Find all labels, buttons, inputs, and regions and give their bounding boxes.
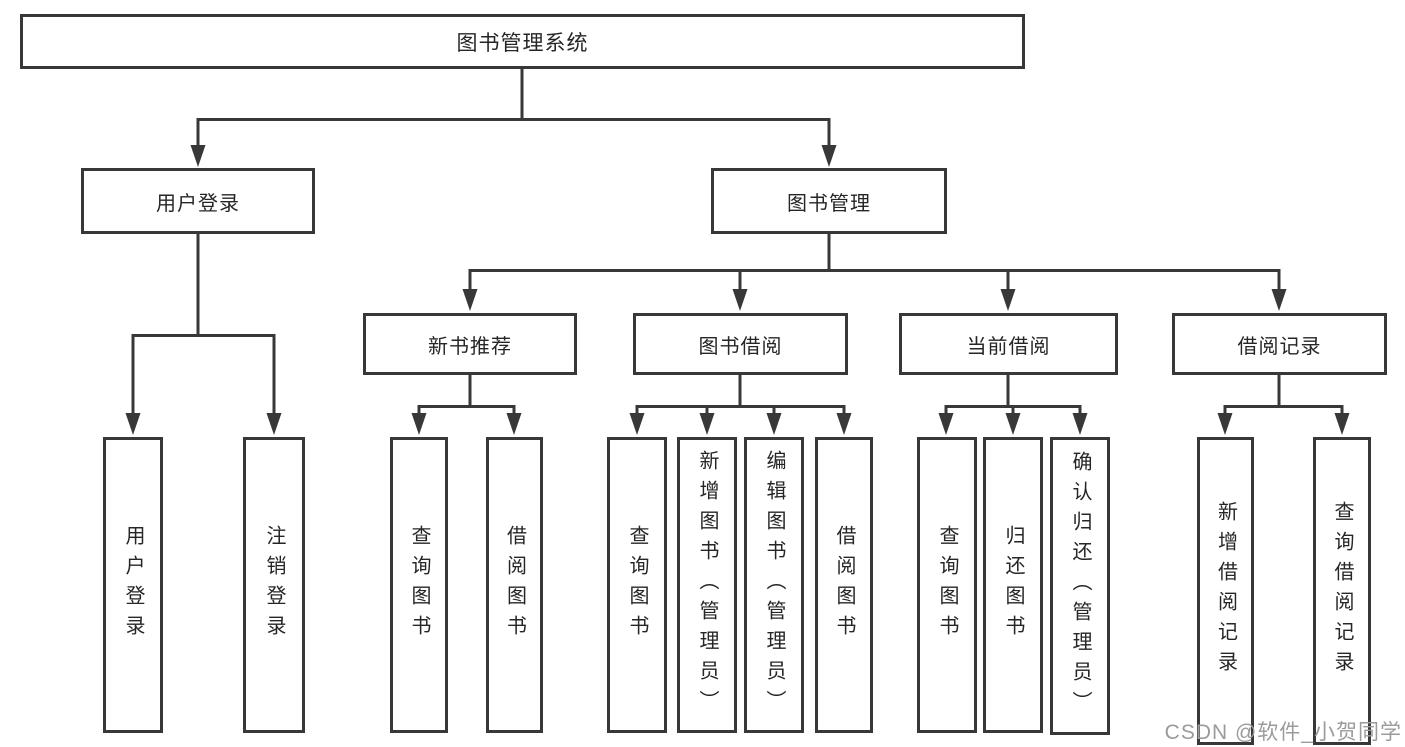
arrow-down-icon	[411, 413, 427, 435]
arrow-down-icon	[1005, 413, 1021, 435]
node-book-borrow: 图书借阅	[633, 313, 848, 375]
leaf-user-login: 用户登录	[103, 437, 163, 733]
arrow-down-icon	[629, 413, 645, 435]
arrow-down-icon	[1334, 413, 1350, 435]
leaf-query-books-borrow: 查询图书	[607, 437, 667, 733]
leaf-logout: 注销登录	[243, 437, 305, 733]
arrow-down-icon	[836, 413, 852, 435]
leaf-add-borrow-record: 新增借阅记录	[1197, 437, 1254, 745]
arrow-down-icon	[732, 289, 748, 311]
leaf-query-borrow-record: 查询借阅记录	[1313, 437, 1371, 745]
leaf-query-books-recommend: 查询图书	[390, 437, 448, 733]
arrow-down-icon	[821, 145, 837, 167]
arrow-down-icon	[190, 145, 206, 167]
csdn-watermark: CSDN @软件_小贺同学	[1164, 721, 1402, 744]
node-user-login-module: 用户登录	[81, 168, 315, 234]
arrow-down-icon	[1000, 289, 1016, 311]
arrow-down-icon	[266, 413, 282, 435]
arrow-down-icon	[766, 413, 782, 435]
arrow-down-icon	[125, 413, 141, 435]
leaf-return-books: 归还图书	[983, 437, 1043, 733]
leaf-query-books-current: 查询图书	[917, 437, 977, 733]
node-borrow-records: 借阅记录	[1172, 313, 1387, 375]
arrow-down-icon	[699, 413, 715, 435]
arrow-down-icon	[506, 413, 522, 435]
node-root-system: 图书管理系统	[20, 14, 1025, 69]
leaf-borrow-books-recommend: 借阅图书	[486, 437, 543, 733]
node-current-borrow: 当前借阅	[899, 313, 1118, 375]
arrow-down-icon	[462, 289, 478, 311]
leaf-edit-books-admin: 编辑图书（管理员）	[744, 437, 804, 733]
leaf-confirm-return-admin: 确认归还（管理员）	[1050, 437, 1110, 735]
arrow-down-icon	[1217, 413, 1233, 435]
arrow-down-icon	[1072, 413, 1088, 435]
node-new-book-recommend: 新书推荐	[363, 313, 577, 375]
leaf-borrow-books: 借阅图书	[815, 437, 873, 733]
node-book-management-module: 图书管理	[711, 168, 947, 234]
arrowheads	[125, 145, 1350, 435]
arrow-down-icon	[938, 413, 954, 435]
connector-lines	[131, 69, 1344, 414]
leaf-add-books-admin: 新增图书（管理员）	[677, 437, 737, 733]
arrow-down-icon	[1271, 289, 1287, 311]
